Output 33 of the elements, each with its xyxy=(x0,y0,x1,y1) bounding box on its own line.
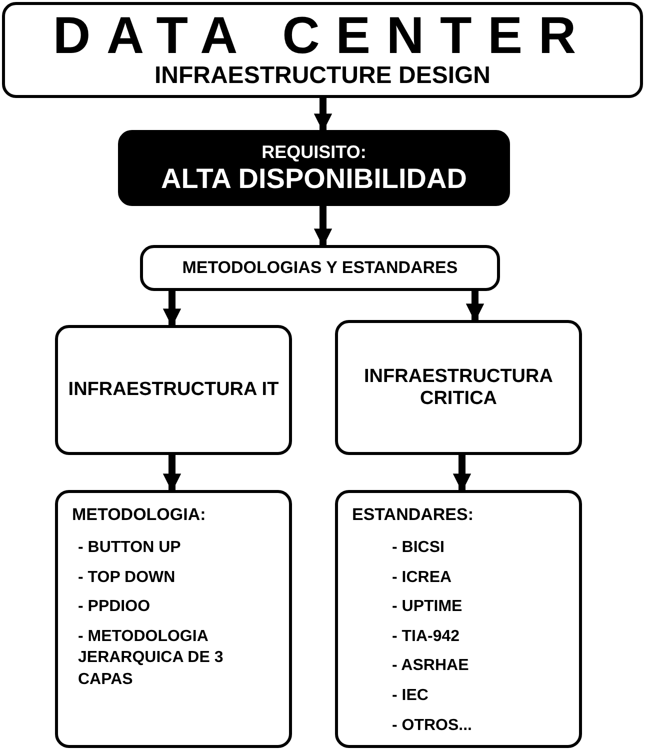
arrow xyxy=(466,291,484,322)
process-box xyxy=(140,245,500,291)
arrow xyxy=(314,98,332,132)
process-box xyxy=(55,325,292,455)
requirement-label: REQUISITO: xyxy=(262,142,366,162)
list-item: - UPTIME xyxy=(392,597,462,618)
list-item: - ASRHAE xyxy=(392,656,469,676)
box-label: INFRAESTRUCTURA IT xyxy=(68,379,279,401)
list-box xyxy=(55,490,292,748)
process-box xyxy=(335,320,582,455)
arrow xyxy=(314,206,332,247)
subtitle: INFRAESTRUCTURE DESIGN xyxy=(154,62,490,90)
list-item: - ICREA xyxy=(392,568,452,588)
list-item: - TOP DOWN xyxy=(78,568,176,588)
arrow xyxy=(452,455,472,492)
box-label: METODOLOGIAS Y ESTANDARES xyxy=(182,258,458,278)
list-item: - BUTTON UP xyxy=(78,538,181,558)
list-item: - METODOLOGIA JERARQUICA DE 3 CAPAS xyxy=(78,626,224,690)
title-box xyxy=(2,2,643,98)
requirement-text: ALTA DISPONIBILIDAD xyxy=(161,162,467,194)
arrow xyxy=(162,291,182,327)
arrow xyxy=(162,455,182,492)
requirement-box xyxy=(118,130,510,206)
list-item: - IEC xyxy=(392,686,428,706)
title-text: DATA CENTER xyxy=(52,10,592,62)
list-heading: ESTANDARES: xyxy=(352,505,474,525)
box-label: INFRAESTRUCTURA CRITICA xyxy=(363,366,554,410)
list-item: - TIA-942 xyxy=(392,626,460,647)
list-box xyxy=(335,490,582,748)
list-item: - BICSI xyxy=(392,538,444,558)
list-heading: METODOLOGIA: xyxy=(72,505,206,525)
list-item: - OTROS... xyxy=(392,716,472,736)
list-item: - PPDIOO xyxy=(78,597,150,618)
